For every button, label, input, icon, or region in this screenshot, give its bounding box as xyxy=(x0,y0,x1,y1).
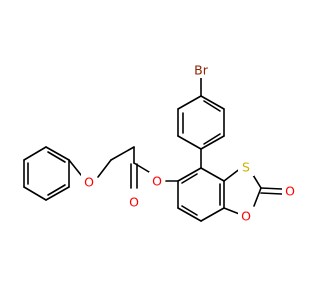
bond xyxy=(260,187,283,190)
bond xyxy=(177,207,202,222)
atom-o-exo: O xyxy=(285,184,295,199)
bond xyxy=(253,187,262,207)
atom-o-ether: O xyxy=(84,175,94,190)
chemical-structure-canvas: Br O O O S O O xyxy=(23,62,298,224)
bond xyxy=(47,151,66,163)
atom-o-ester: O xyxy=(152,174,162,189)
atom-s: S xyxy=(242,160,250,175)
molecule-diagram: Br O O O S O O xyxy=(23,62,298,224)
bond xyxy=(45,186,70,201)
bond xyxy=(203,133,221,145)
bond xyxy=(23,146,47,161)
bond xyxy=(23,186,47,201)
bond xyxy=(203,100,221,112)
bond xyxy=(200,207,225,222)
bond xyxy=(47,184,66,196)
bond xyxy=(200,95,225,110)
bond xyxy=(260,192,283,195)
bond xyxy=(200,167,225,182)
bond xyxy=(110,146,135,161)
bonds xyxy=(23,77,283,222)
bond xyxy=(181,205,198,216)
atom-br: Br xyxy=(194,63,209,78)
bond xyxy=(181,173,198,184)
bond xyxy=(177,95,202,110)
bond xyxy=(68,159,82,176)
bond xyxy=(45,146,70,161)
bond xyxy=(200,135,225,150)
bond xyxy=(177,167,202,182)
atom-o-carbonyl: O xyxy=(129,195,139,210)
bond xyxy=(177,135,202,150)
atom-o-ring: O xyxy=(241,209,251,224)
bond xyxy=(97,159,112,178)
atom-labels: Br O O O S O O xyxy=(81,62,298,224)
